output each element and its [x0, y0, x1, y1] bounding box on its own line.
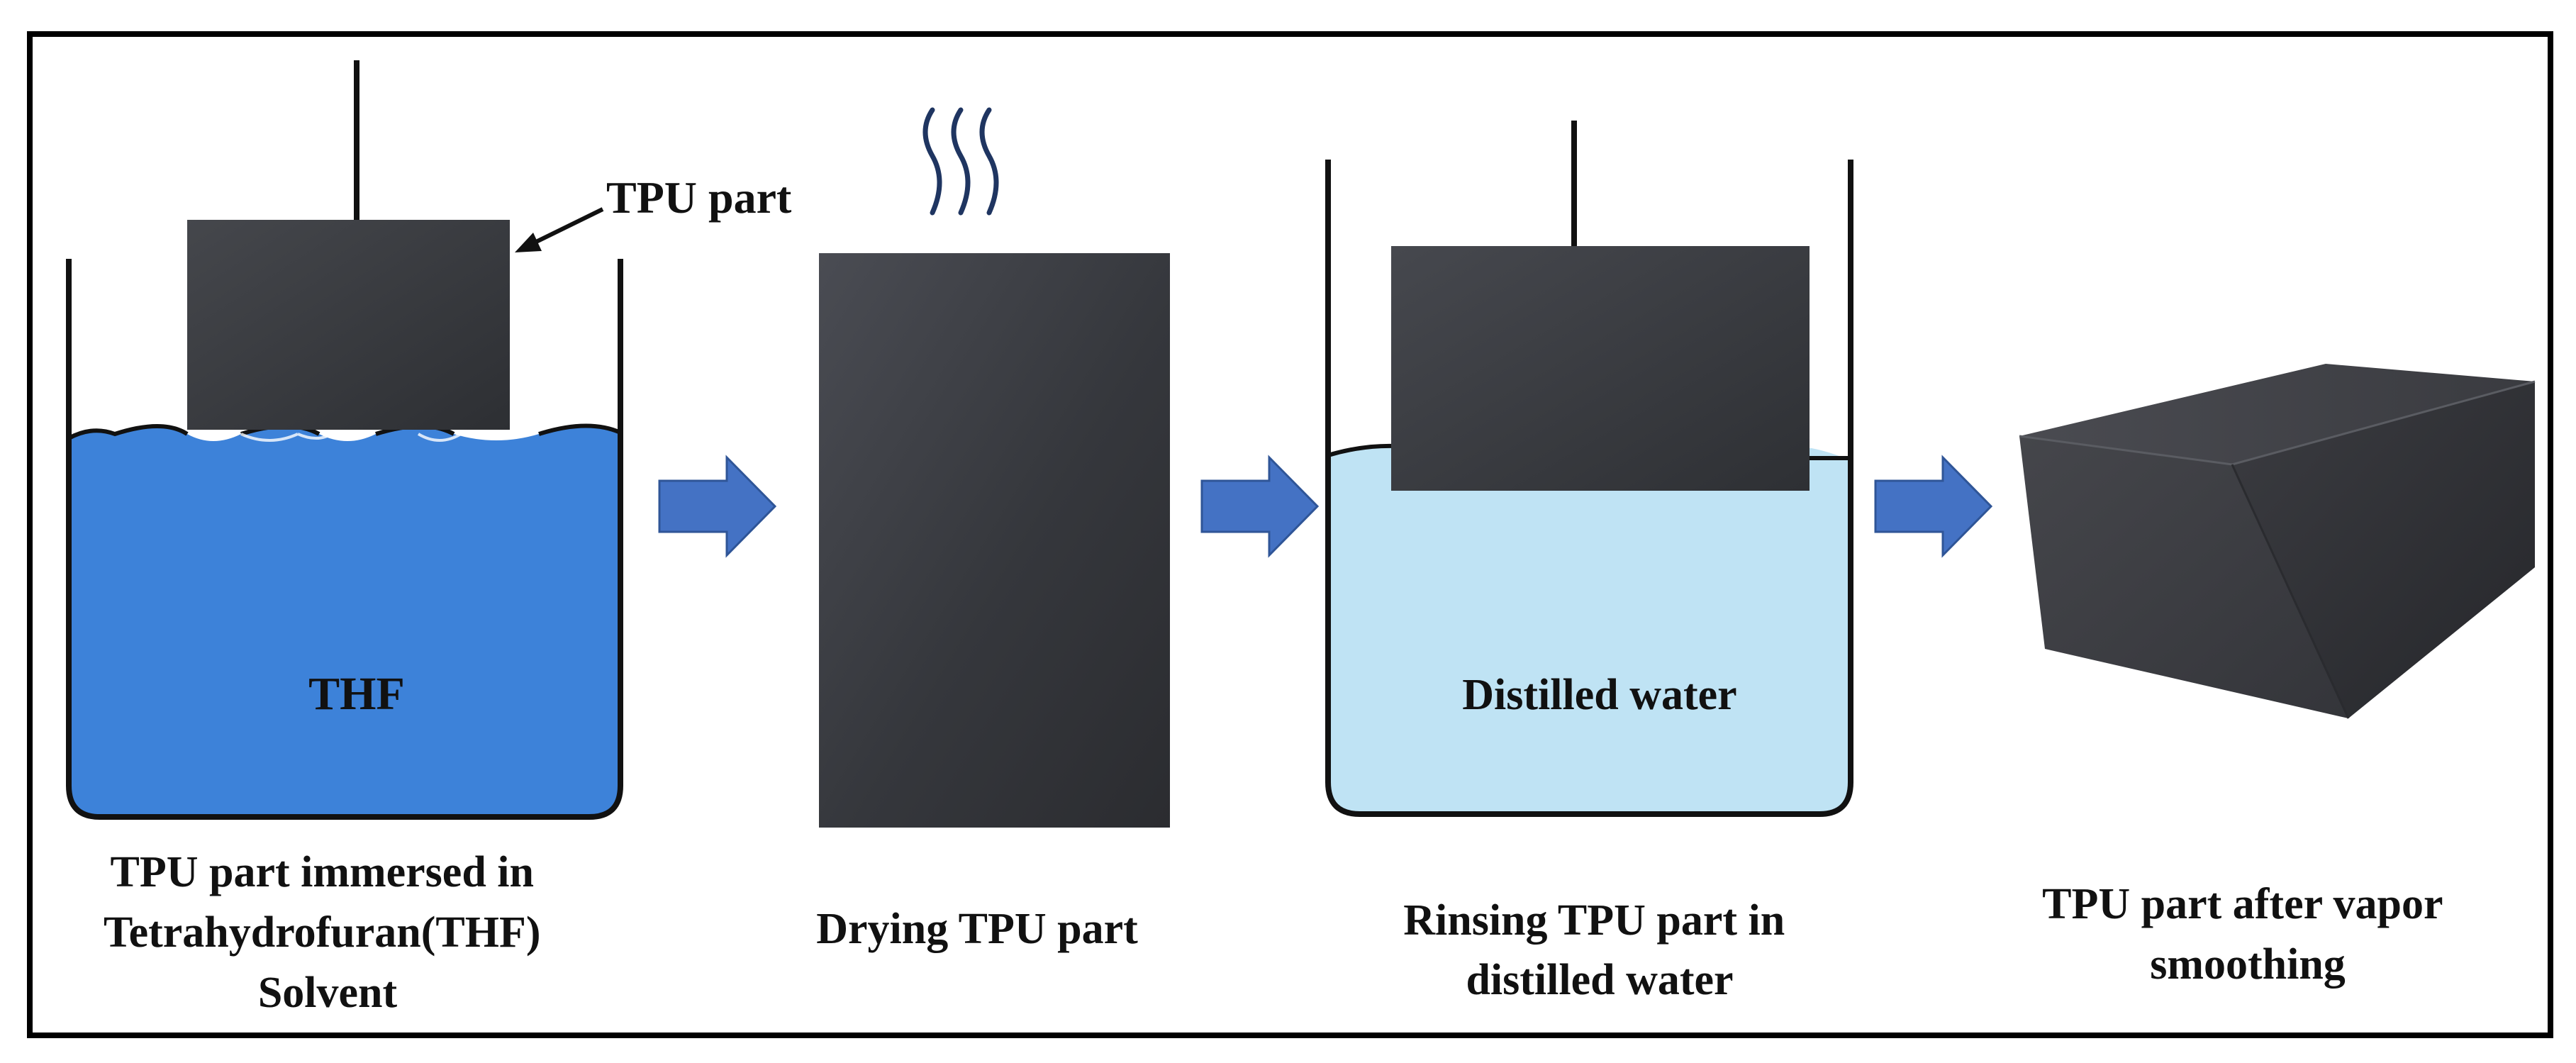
step1-immersion: TPU part THF: [66, 60, 792, 820]
steam-icon: [922, 107, 999, 216]
box-side-face: [2232, 382, 2535, 718]
step3-caption-line2: distilled water: [1466, 956, 1733, 1004]
surface-bubbles: [240, 431, 462, 442]
step3-caption: Rinsing TPU part in distilled water: [1403, 896, 1796, 1004]
thf-label: THF: [308, 668, 405, 720]
step3-caption-line1: Rinsing TPU part in: [1403, 896, 1785, 945]
beaker-1: [66, 259, 623, 820]
step1-caption: TPU part immersed in Tetrahydrofuran(THF…: [104, 848, 552, 1017]
step4-caption-line1: TPU part after vapor: [2042, 880, 2443, 928]
captions: TPU part immersed in Tetrahydrofuran(THF…: [104, 848, 2453, 1017]
right-arrow-icon: [1874, 455, 1993, 558]
callout-arrow-line: [529, 207, 604, 247]
beaker-3: [1325, 160, 1853, 817]
step2-caption: Drying TPU part: [816, 905, 1138, 953]
step4-caption: TPU part after vapor smoothing: [2042, 880, 2453, 989]
step3-rinsing: Distilled water: [1325, 121, 1853, 817]
callout-arrow-head: [515, 233, 542, 252]
distilled-water-liquid: [1328, 445, 1851, 814]
box-top-face: [2019, 364, 2535, 464]
tpu-panel-drying: [819, 253, 1170, 828]
thf-liquid: [69, 425, 620, 817]
tpu-part-immersed: [187, 220, 510, 430]
tpu-part-callout-label: TPU part: [606, 172, 792, 223]
right-arrow-icon: [1200, 455, 1320, 558]
step4-caption-line2: smoothing: [2150, 940, 2346, 989]
box-front-face: [2019, 436, 2348, 718]
step1-caption-line2: Tetrahydrofuran(THF): [104, 908, 541, 957]
step2-caption-line1: Drying TPU part: [816, 905, 1138, 953]
step2-drying: [819, 107, 1170, 828]
box-vertical-edge: [2231, 464, 2350, 719]
right-arrow-icon: [658, 455, 777, 558]
tpu-part-rinsing: [1391, 246, 1810, 491]
step1-caption-line1: TPU part immersed in: [110, 848, 534, 896]
distilled-water-label: Distilled water: [1462, 671, 1736, 719]
step4-smoothed-part: [2019, 364, 2536, 719]
step1-caption-line3: Solvent: [258, 969, 398, 1017]
